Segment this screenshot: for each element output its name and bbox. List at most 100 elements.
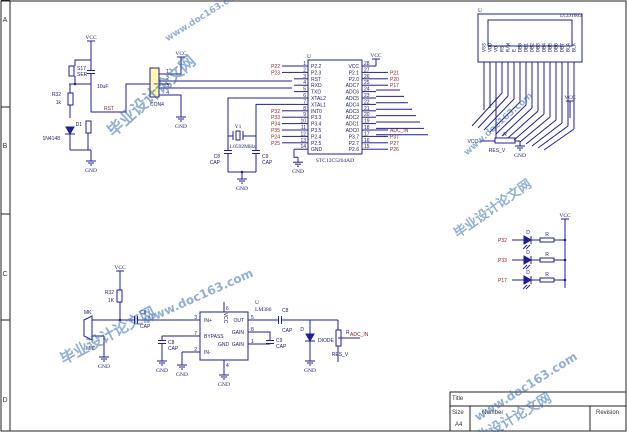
output-pot-ref: R bbox=[346, 330, 350, 336]
crystal-c1-ref: C8 bbox=[214, 154, 221, 160]
vcc-label: VCC bbox=[114, 265, 126, 271]
amp-part: LM386 bbox=[255, 307, 272, 313]
lcd-pin-name: BLA bbox=[566, 43, 572, 52]
lcd-pin-name: DB4 bbox=[542, 43, 548, 52]
led-ref: D bbox=[526, 270, 530, 276]
microphone-symbol bbox=[83, 315, 93, 341]
net-label: P23 bbox=[271, 70, 280, 76]
lcd-pin-name: DB6 bbox=[554, 43, 560, 52]
bus-wire bbox=[513, 113, 545, 141]
mcu-pin-number: 9 bbox=[303, 112, 306, 118]
amp-pin-number: 2 bbox=[194, 347, 197, 353]
gnd-label: GND bbox=[156, 368, 168, 374]
gnd-label: GND bbox=[218, 382, 230, 388]
amp-pin-number: 8 bbox=[251, 327, 254, 333]
amp-pin-number: 4 bbox=[226, 363, 229, 369]
lcd-contrast-pot bbox=[494, 137, 516, 144]
reset-res-ref: R32 bbox=[52, 92, 61, 98]
bus-wire bbox=[483, 98, 515, 131]
led-ref: D bbox=[526, 230, 530, 236]
output-diode-symbol bbox=[305, 333, 315, 343]
connector-pin-number: 2 bbox=[166, 76, 169, 82]
amp-pin-name: GAIN bbox=[232, 330, 245, 336]
reset-diode-symbol bbox=[65, 126, 75, 136]
number-label: Number bbox=[482, 410, 503, 416]
crystal-wire bbox=[227, 97, 294, 136]
vcc-label: VCC bbox=[85, 35, 97, 41]
cap-value: CAP bbox=[282, 328, 293, 334]
mcu-pin-name: P2.1 bbox=[349, 70, 360, 76]
mcu-pin-number: 26 bbox=[364, 74, 370, 80]
cap-ref: C8 bbox=[140, 310, 147, 316]
amp-pin-name: GAIN bbox=[232, 342, 245, 348]
mcu-pin-number: 23 bbox=[364, 93, 370, 99]
gnd-label: GND bbox=[304, 368, 316, 374]
connector-wire bbox=[171, 94, 182, 112]
lcd-pin-name: DB0 bbox=[518, 43, 524, 52]
led-net-label: P17 bbox=[498, 278, 507, 284]
mcu-pin-name: RST bbox=[311, 77, 321, 83]
mic-res-ref: R32 bbox=[105, 290, 114, 296]
net-label: P27 bbox=[390, 141, 399, 147]
mcu-pin-number: 11 bbox=[301, 125, 306, 131]
mcu-pin-number: 14 bbox=[300, 144, 306, 150]
lcd-pin-name: DB7 bbox=[560, 43, 566, 52]
junction-dot bbox=[563, 238, 567, 242]
gnd-label: GND bbox=[175, 124, 187, 130]
cap-value: CAP bbox=[140, 324, 151, 330]
amp-body bbox=[199, 311, 249, 361]
reset-net-label: RST bbox=[104, 106, 114, 112]
reset-resistor bbox=[67, 92, 74, 106]
lcd-pot-ref: R bbox=[503, 132, 507, 138]
led-resistor bbox=[539, 237, 555, 243]
mcu-pin-number: 19 bbox=[364, 119, 370, 125]
output-diode-part: DIODE bbox=[318, 338, 335, 344]
led-res-ref: R bbox=[545, 252, 549, 258]
vcc-label: VCC bbox=[559, 213, 571, 219]
net-label: P24 bbox=[271, 134, 280, 140]
reset-switch-label: SER bbox=[77, 72, 88, 78]
gnd-label: GND bbox=[176, 372, 188, 378]
mcu-pin-number: 6 bbox=[303, 93, 306, 99]
amp-pin-name: IN- bbox=[204, 350, 211, 356]
mcu-pin-name: ADC3 bbox=[346, 109, 360, 115]
mcu-pin-number: 7 bbox=[303, 99, 306, 105]
mcu-gnd-wire bbox=[293, 149, 298, 158]
mcu-part: STC12C5204AD bbox=[316, 158, 354, 164]
reset-net-wire bbox=[90, 83, 170, 113]
mcu-pin-name: P2.7 bbox=[349, 141, 360, 147]
net-label: ADC_IN bbox=[390, 128, 409, 134]
lcd-pot-value: RES_V bbox=[489, 148, 506, 154]
crystal-freq: 11.0592MHz bbox=[227, 144, 257, 150]
zone-row-label: D bbox=[2, 397, 7, 404]
mcu-pin-name: ADC0 bbox=[346, 128, 360, 134]
mcu-pin-name: P3.5 bbox=[311, 128, 322, 134]
cap-value: CAP bbox=[168, 346, 179, 352]
lcd-pin-name: VDD bbox=[488, 43, 494, 52]
led-net-label: P32 bbox=[498, 238, 507, 244]
mcu-pin-number: 25 bbox=[364, 80, 370, 86]
led-diode-symbol bbox=[523, 235, 533, 245]
mcu-pin-name: P3.4 bbox=[311, 122, 322, 128]
led-resistor bbox=[539, 277, 555, 283]
mcu-pin-name: P2.6 bbox=[349, 147, 360, 153]
watermark: www.doc163.com bbox=[164, 0, 245, 44]
mcu-pin-name: XTAL2 bbox=[311, 96, 326, 102]
gain-wire bbox=[260, 331, 271, 340]
mcu-pin-number: 20 bbox=[364, 112, 370, 118]
connector-ref: CON4 bbox=[150, 102, 164, 108]
mcu-pin-number: 28 bbox=[364, 61, 370, 67]
bus-wire bbox=[501, 107, 533, 137]
mcu-pin-name: P2.2 bbox=[311, 64, 322, 70]
mcu-ref: U bbox=[307, 54, 311, 60]
mcu-pin-number: 2 bbox=[303, 67, 306, 73]
mcu-pin-number: 18 bbox=[364, 125, 370, 131]
crystal-c1-value: CAP bbox=[210, 160, 221, 166]
connector-pin-number: 1 bbox=[166, 69, 169, 75]
bus-wire bbox=[537, 125, 569, 149]
lcd-pin-name: E bbox=[512, 49, 518, 52]
gnd-label: GND bbox=[85, 168, 97, 174]
reset-diode-part: 1N4148 bbox=[42, 136, 60, 142]
